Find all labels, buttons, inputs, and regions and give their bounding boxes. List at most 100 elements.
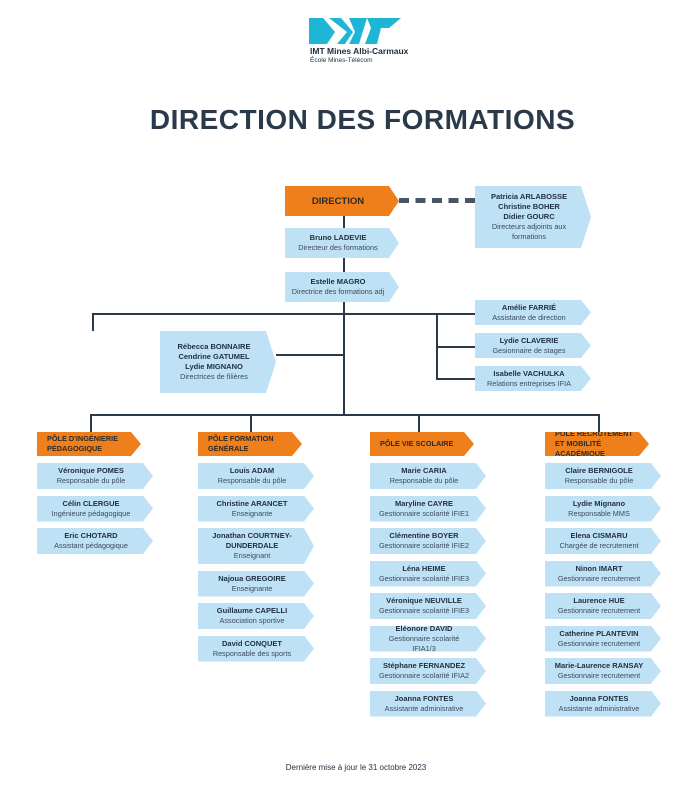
logo-subtitle: École Mines-Télécom xyxy=(310,57,373,64)
member-name: Lydie Mignano xyxy=(572,498,626,508)
poles-horizontal-line xyxy=(90,414,600,416)
member-role: Responsable du pôle xyxy=(56,476,126,485)
member-name: Elena CISMARU xyxy=(570,531,628,540)
member-name: Eric CHOTARD xyxy=(64,531,118,540)
member-role: Gestionnaire recrutement xyxy=(557,606,641,615)
member-name: Marie CARIA xyxy=(401,466,447,475)
member-role: Assistant pédagogique xyxy=(54,541,128,550)
staff-name: Isabelle VACHULKA xyxy=(493,368,565,378)
member-name: Véronique POMES xyxy=(58,466,124,475)
deputy-director-name: Estelle MAGRO xyxy=(310,277,366,286)
staff-name: Lydie CLAVERIE xyxy=(499,335,559,345)
direction-label: DIRECTION xyxy=(311,195,365,207)
member-role: Enseignante xyxy=(231,583,273,593)
deputy-name: Didier GOURC xyxy=(503,212,555,221)
pole-header: PÔLE D'INGÉNIERIE PÉDAGOGIQUE xyxy=(37,432,141,456)
deputy-director-role: Directrice des formations adj xyxy=(291,287,385,296)
member-role: Responsable du pôle xyxy=(564,476,634,485)
director-name: Bruno LADEVIE xyxy=(309,233,367,242)
main-vertical-line xyxy=(343,215,345,415)
director-box: Bruno LADEVIE Directeur des formations xyxy=(285,228,399,258)
member-name: Catherine PLANTEVIN xyxy=(559,628,639,638)
pole-header-label: PÔLE VIE SCOLAIRE xyxy=(380,439,454,448)
member-role: Gestionnaire recrutement xyxy=(557,638,641,648)
member-role: Association sportive xyxy=(219,616,285,625)
member-role: Responsable du pôle xyxy=(389,476,459,485)
member-role: Chargée de recrutement xyxy=(559,541,639,550)
member-name: Léna HEIME xyxy=(402,563,446,573)
member-name: Ninon IMART xyxy=(575,563,623,573)
pole-header-label: PÔLE FORMATION GÉNÉRALE xyxy=(208,434,274,453)
member-role: Gestionnaire scolarité IFIE3 xyxy=(378,606,470,615)
deputies-role: Directeurs adjoints aux formations xyxy=(491,222,567,241)
member-name: Claire BERNIGOLE xyxy=(565,466,633,475)
member-role: Enseignant xyxy=(233,551,271,560)
pole-header: PÔLE VIE SCOLAIRE xyxy=(370,432,474,456)
member-name: Joanna FONTES xyxy=(394,693,454,703)
member-name: Stéphane FERNANDEZ xyxy=(382,661,466,670)
filieres-branch xyxy=(276,354,344,356)
member-role: Gestionnaire scolarité IFIA2 xyxy=(378,671,470,680)
member-role: Gestionnaire scolarité IFIE1 xyxy=(378,508,470,518)
staff-branch-3 xyxy=(436,378,476,380)
member-name: Najoua GREGOIRE xyxy=(218,573,286,583)
filieres-role: Directrices de filières xyxy=(180,372,248,381)
member-role: Assistante adminisrative xyxy=(384,703,464,713)
page-title: DIRECTION DES FORMATIONS xyxy=(149,104,576,135)
member-role: Ingénieure pédagogique xyxy=(51,508,131,518)
staff-name: Amélie FARRIÉ xyxy=(501,302,557,312)
footer-update-date: Dernière mise à jour le 31 octobre 2023 xyxy=(285,763,427,772)
logo-name: IMT Mines Albi-Carmaux xyxy=(310,46,409,56)
imt-logo-icon xyxy=(309,18,401,44)
member-name: Guillaume CAPELLI xyxy=(216,606,288,615)
staff-role: Assistante de direction xyxy=(492,312,566,322)
member-role: Gestionnaire recrutement xyxy=(557,671,641,680)
deputy-name: Patricia ARLABOSSE xyxy=(491,192,567,201)
member-name: Éléonore DAVID xyxy=(395,623,453,633)
deputies-dashed-link xyxy=(399,198,475,203)
pole-header: PÔLE FORMATION GÉNÉRALE xyxy=(198,432,302,456)
logo: IMT Mines Albi-Carmaux École Mines-Téléc… xyxy=(307,18,417,66)
member-role: Responsable des sports xyxy=(212,648,292,658)
staff-box: Isabelle VACHULKA Relations entreprises … xyxy=(475,366,591,391)
member-name: Christine ARANCET xyxy=(216,498,288,508)
member-name: Maryline CAYRE xyxy=(394,498,454,508)
filieres-box: Rébecca BONNAIRE Cendrine GATUMEL Lydie … xyxy=(160,331,276,393)
member-name: David CONQUET xyxy=(221,638,282,648)
member-role: Gestionnaire scolarité IFIE3 xyxy=(378,573,470,583)
direction-box: DIRECTION xyxy=(285,186,399,216)
pole-2-drop xyxy=(250,414,252,432)
director-role: Directeur des formations xyxy=(298,243,378,252)
member-role: Responsable du pôle xyxy=(217,476,287,485)
staff-left-drop xyxy=(92,313,94,331)
staff-role: Gesionnaire de stages xyxy=(492,345,566,355)
member-name: Véronique NEUVILLE xyxy=(386,596,462,605)
member-name: Louis ADAM xyxy=(229,466,275,475)
pole-1-drop xyxy=(90,414,92,432)
member-role: Gestionnaire scolarité IFIA1/3 xyxy=(388,633,460,653)
member-role: Gestionnaire recrutement xyxy=(557,573,641,583)
member-name: Célin CLERGUE xyxy=(62,498,120,508)
member-name: Laurence HUE xyxy=(573,596,625,605)
deputy-director-box: Estelle MAGRO Directrice des formations … xyxy=(285,272,399,302)
